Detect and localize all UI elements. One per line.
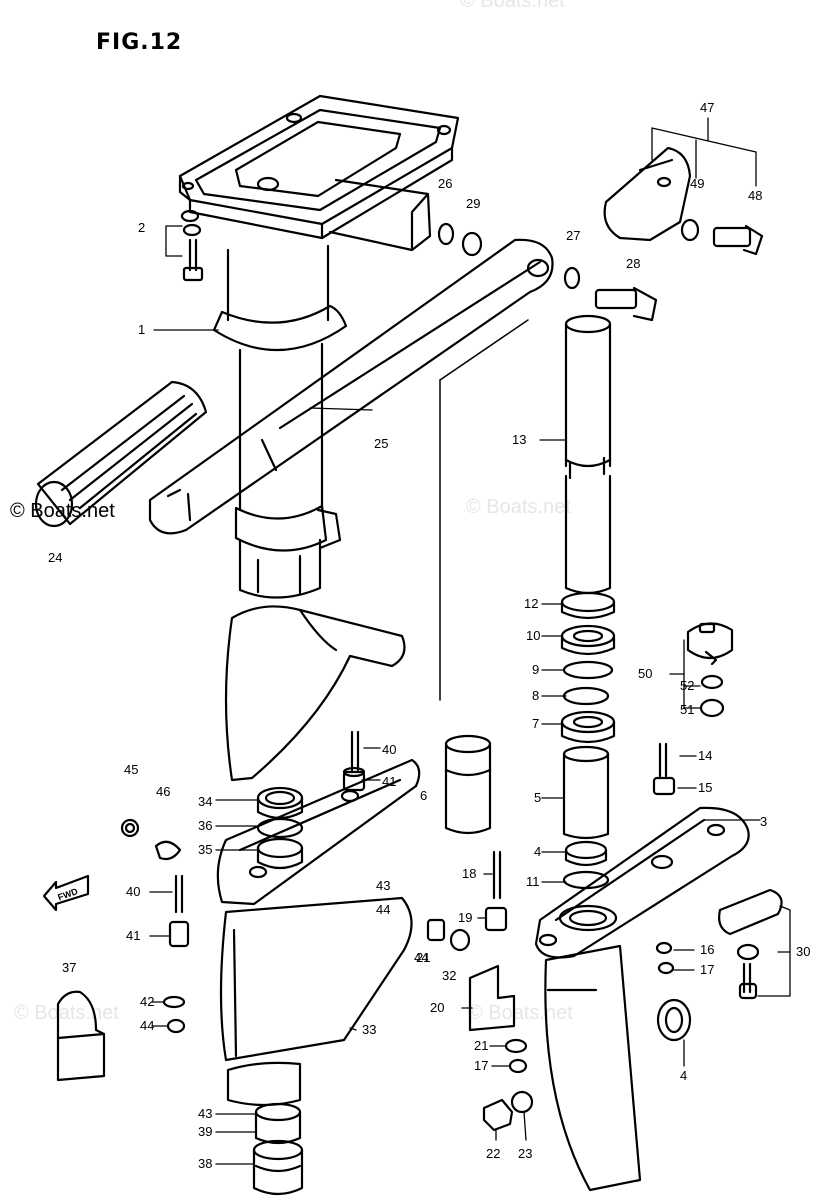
callout: 13	[512, 432, 526, 447]
callout: 10	[526, 628, 540, 643]
hardware-2	[180, 209, 204, 282]
callout: 47	[700, 100, 714, 115]
callout: 9	[532, 662, 539, 677]
steering-handle	[148, 238, 554, 535]
studs-right	[484, 742, 676, 932]
callout: 14	[698, 748, 712, 763]
bushing-stack-left	[256, 786, 304, 870]
callout: 6	[420, 788, 427, 803]
callout: 45	[124, 762, 138, 777]
throttle-grip	[34, 380, 208, 528]
mount-plate-left	[216, 758, 421, 906]
left-small-parts	[120, 818, 190, 1034]
callout: 50	[638, 666, 652, 681]
lower-small-parts	[426, 918, 534, 1132]
callout: 23	[518, 1146, 532, 1161]
callout: 33	[362, 1022, 376, 1037]
callout: 17	[700, 962, 714, 977]
callout: 16	[700, 942, 714, 957]
bolts-upper-right	[437, 218, 764, 322]
callout: 41	[126, 928, 140, 943]
right-small-parts	[655, 888, 783, 1000]
callout: 21	[416, 950, 430, 965]
callout: 40	[382, 742, 396, 757]
callout: 20	[430, 1000, 444, 1015]
housing-top-plate	[178, 94, 460, 252]
callout: 38	[198, 1156, 212, 1171]
callout: 49	[690, 176, 704, 191]
callout: 4	[534, 844, 541, 859]
callout: 17	[474, 1058, 488, 1073]
drive-shaft-housing	[212, 244, 348, 599]
callout: 4	[680, 1068, 687, 1083]
callout: 26	[438, 176, 452, 191]
callout: 21	[474, 1038, 488, 1053]
callout: 52	[680, 678, 694, 693]
callout: 43	[376, 878, 390, 893]
leader-lines	[149, 117, 791, 1165]
bearing-stack	[560, 591, 616, 744]
watermark: © Boats.net	[460, 0, 565, 12]
callout: 30	[796, 944, 810, 959]
callout: 3	[760, 814, 767, 829]
callout: 32	[442, 968, 456, 983]
callout: 34	[198, 794, 212, 809]
callout: 8	[532, 688, 539, 703]
callout: 12	[524, 596, 538, 611]
callout: 22	[486, 1146, 500, 1161]
callout: 42	[140, 994, 154, 1009]
bushing-5	[562, 745, 610, 840]
callout: 44	[376, 902, 390, 917]
callout: 1	[138, 322, 145, 337]
callout: 18	[462, 866, 476, 881]
callout: 2	[138, 220, 145, 235]
callout: 27	[566, 228, 580, 243]
stud-upper	[342, 730, 366, 792]
part-37-block	[56, 990, 106, 1082]
clamp-bracket	[603, 146, 692, 242]
callout: 51	[680, 702, 694, 717]
bumper-assembly	[686, 622, 734, 718]
callout: 36	[198, 818, 212, 833]
callout: 37	[62, 960, 76, 975]
callout: 44	[140, 1018, 154, 1033]
seal-stack-right	[558, 840, 618, 932]
callout: 41	[382, 774, 396, 789]
callout: 15	[698, 780, 712, 795]
fwd-arrow	[42, 874, 90, 912]
callout: 5	[534, 790, 541, 805]
callout: 11	[526, 874, 540, 889]
mount-plate-right	[534, 806, 750, 959]
callout: 35	[198, 842, 212, 857]
callout: 29	[466, 196, 480, 211]
callout: 46	[156, 784, 170, 799]
callout: 28	[626, 256, 640, 271]
watermark: © Boats.net	[466, 496, 571, 518]
figure-title: FIG.12	[96, 30, 183, 55]
callout: 7	[532, 716, 539, 731]
lower-housing-left	[219, 896, 413, 1107]
lower-housing-right	[544, 944, 692, 1192]
callout: 19	[458, 910, 472, 925]
callout: 39	[198, 1124, 212, 1139]
bottom-bushings	[252, 1102, 304, 1196]
callout: 40	[126, 884, 140, 899]
bushing-6	[444, 734, 492, 835]
callout: 48	[748, 188, 762, 203]
callout: 24	[48, 550, 62, 565]
callout: 44	[414, 950, 428, 965]
callout: 25	[374, 436, 388, 451]
callout-labels: 1 2 3 4 4 5 6 7 8 9 10 11 12 13 14 15 16…	[48, 100, 810, 1171]
lower-cover	[224, 605, 406, 782]
callout: 43	[198, 1106, 212, 1121]
drive-shaft	[564, 314, 612, 595]
